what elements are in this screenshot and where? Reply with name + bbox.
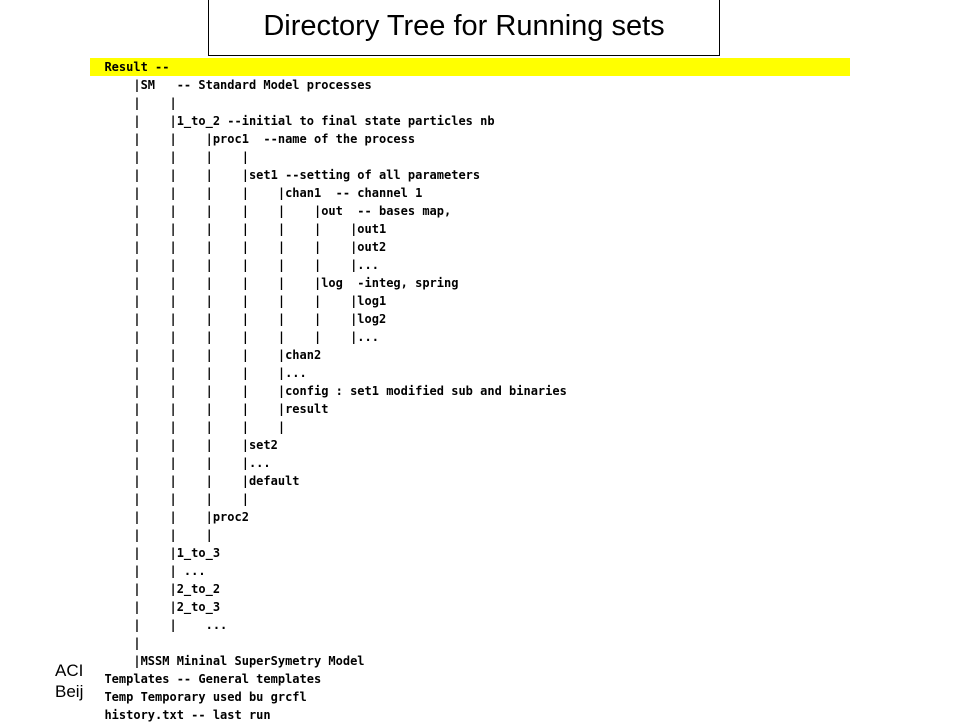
tree-line: | | | | |chan2 [90, 348, 322, 362]
tree-line: | |2_to_2 [90, 582, 221, 596]
tree-line: | | | |set2 [90, 438, 278, 452]
tree-line: Templates -- General templates [90, 672, 322, 686]
footer-line-2: Beij [55, 682, 84, 701]
tree-line-root: Result -- [90, 58, 850, 76]
tree-line: | | | | | |out -- bases map, [90, 204, 452, 218]
tree-line: | | | | | | |... [90, 258, 379, 272]
tree-line: | | | | | | |... [90, 330, 379, 344]
tree-line: | | | | | | |out2 [90, 240, 387, 254]
tree-line: |SM -- Standard Model processes [90, 78, 372, 92]
footer-line-1: ACI [55, 661, 84, 680]
tree-line: | | | | | |log -integ, spring [90, 276, 459, 290]
tree-line: |MSSM Mininal SuperSymetry Model [90, 654, 365, 668]
tree-line: | |1_to_3 [90, 546, 221, 560]
tree-line: | | |proc1 --name of the process [90, 132, 416, 146]
tree-line: | |2_to_3 [90, 600, 221, 614]
directory-tree: Result -- |SM -- Standard Model processe… [90, 58, 850, 724]
tree-line: | | | | [90, 150, 249, 164]
tree-line: | | ... [90, 564, 206, 578]
title-box: Directory Tree for Running sets [208, 0, 720, 56]
tree-line: | | | | | | |out1 [90, 222, 387, 236]
tree-line: | | | | |chan1 -- channel 1 [90, 186, 423, 200]
tree-line: | [90, 636, 141, 650]
tree-line: | | | |set1 --setting of all parameters [90, 168, 481, 182]
tree-line: | | | | |config : set1 modified sub and … [90, 384, 567, 398]
tree-line: | | | | |result [90, 402, 329, 416]
tree-line: | | | | [90, 492, 249, 506]
tree-line: | | ... [90, 618, 228, 632]
tree-line: | |1_to_2 --initial to final state parti… [90, 114, 495, 128]
tree-line: | | | |default [90, 474, 300, 488]
tree-line: | | | |... [90, 456, 271, 470]
footer-fragment: ACI Beij [55, 660, 83, 702]
tree-line: | | | | | [90, 420, 286, 434]
tree-line: | | [90, 96, 177, 110]
tree-line: | | | | | | |log1 [90, 294, 387, 308]
page-title: Directory Tree for Running sets [263, 10, 665, 42]
tree-line: | | | [90, 528, 213, 542]
tree-line: | | |proc2 [90, 510, 249, 524]
tree-line: | | | | | | |log2 [90, 312, 387, 326]
tree-line: Temp Temporary used bu grcfl [90, 690, 307, 704]
tree-line: history.txt -- last run [90, 708, 271, 722]
tree-line: | | | | |... [90, 366, 307, 380]
